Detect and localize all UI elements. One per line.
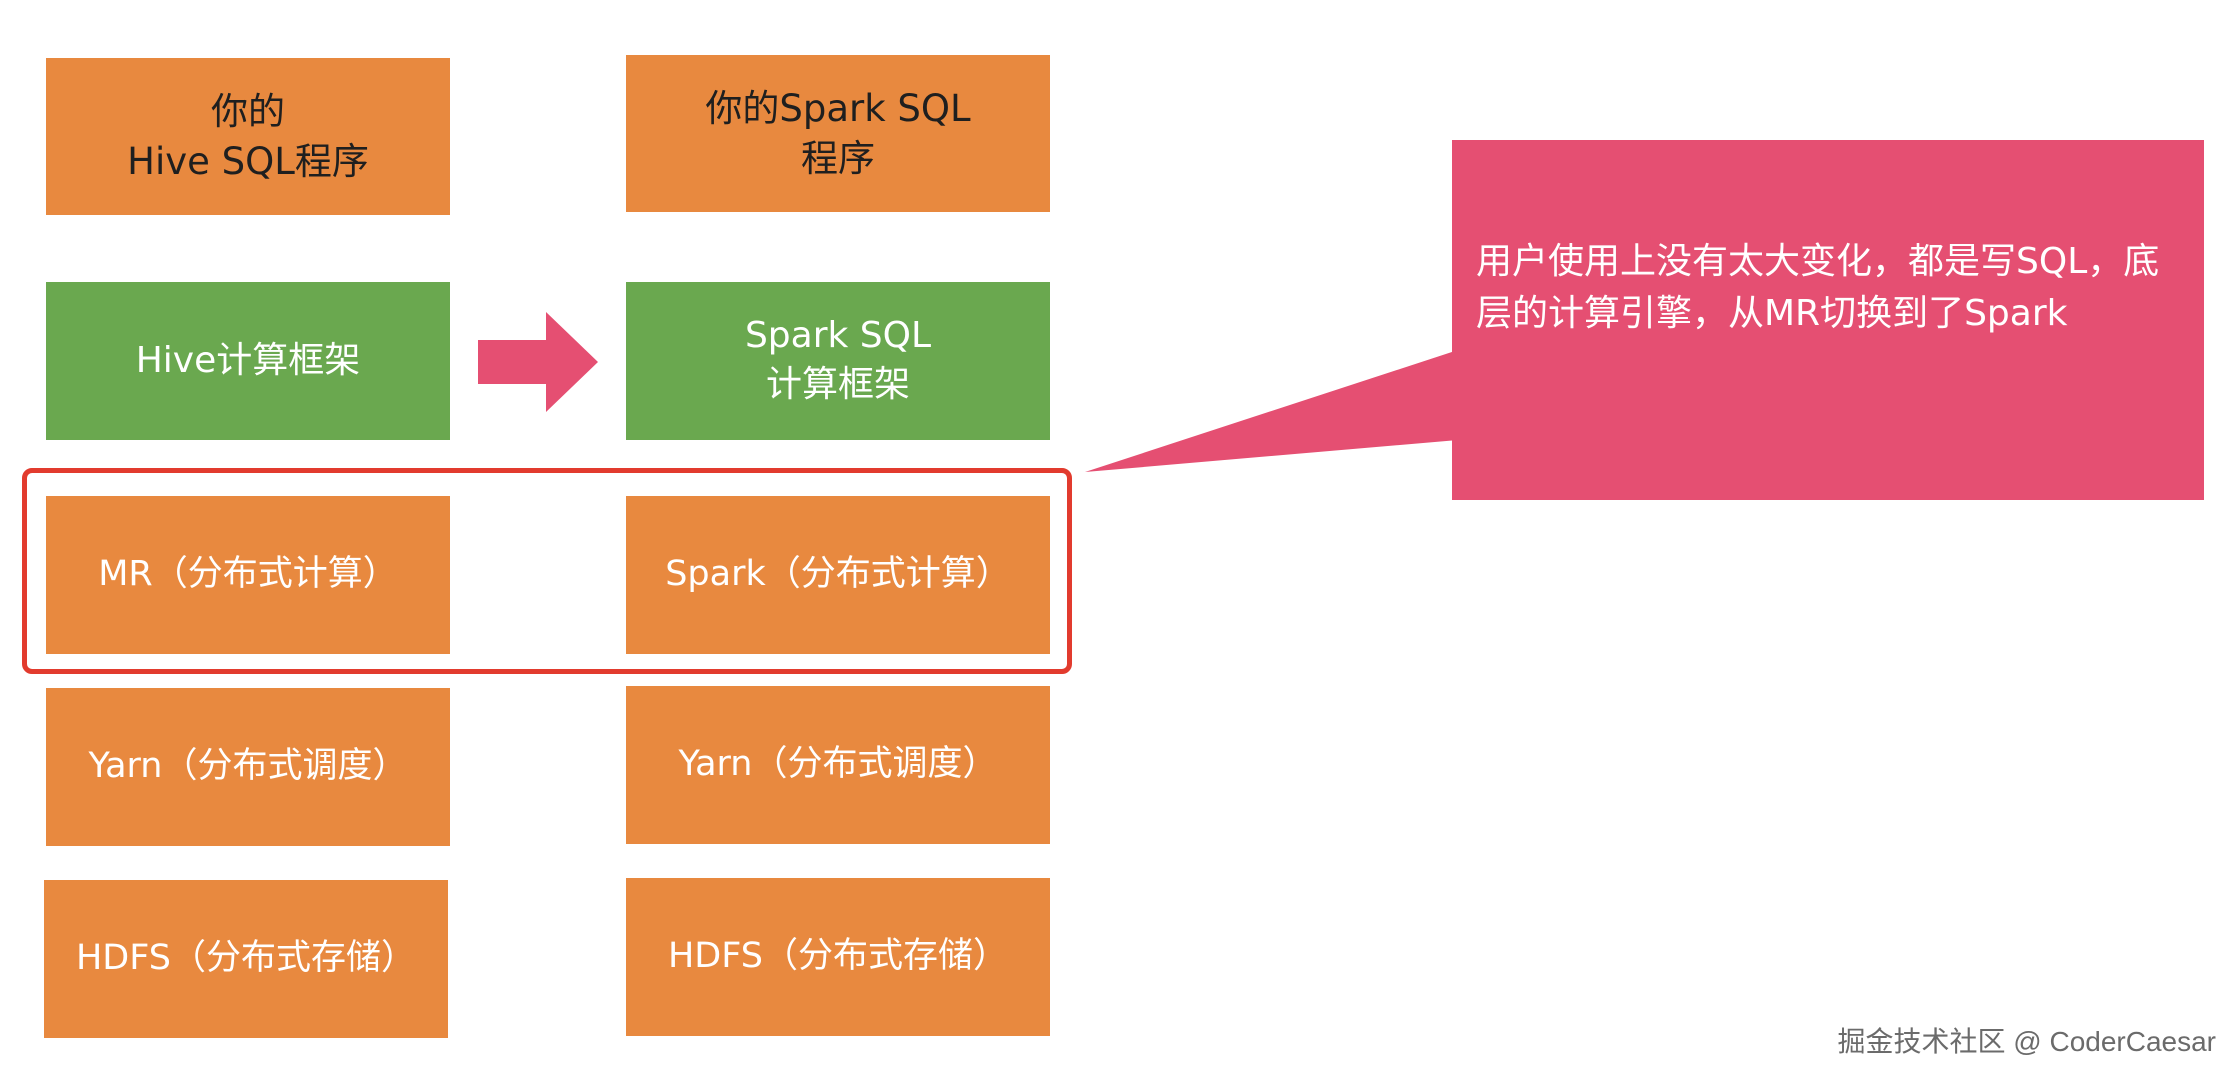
right-arrow-icon <box>478 312 598 412</box>
watermark: 掘金技术社区 @ CoderCaesar <box>1837 1026 2216 1057</box>
hive-sql-program-box: 你的 Hive SQL程序 <box>46 58 450 215</box>
left-hdfs-box: HDFS（分布式存储） <box>44 880 448 1038</box>
mr-compute-box: MR（分布式计算） <box>46 496 450 654</box>
callout-pointer-shape <box>1085 350 1458 472</box>
spark-compute-box: Spark（分布式计算） <box>626 496 1050 654</box>
spark-sql-framework-box: Spark SQL 计算框架 <box>626 282 1050 440</box>
right-hdfs-box: HDFS（分布式存储） <box>626 878 1050 1036</box>
compute-layer-highlight <box>22 468 1072 674</box>
spark-sql-program-box: 你的Spark SQL 程序 <box>626 55 1050 212</box>
callout-note: 用户使用上没有太大变化，都是写SQL，底层的计算引擎，从MR切换到了Spark <box>1452 140 2204 500</box>
hive-framework-box: Hive计算框架 <box>46 282 450 440</box>
left-yarn-box: Yarn（分布式调度） <box>46 688 450 846</box>
right-yarn-box: Yarn（分布式调度） <box>626 686 1050 844</box>
